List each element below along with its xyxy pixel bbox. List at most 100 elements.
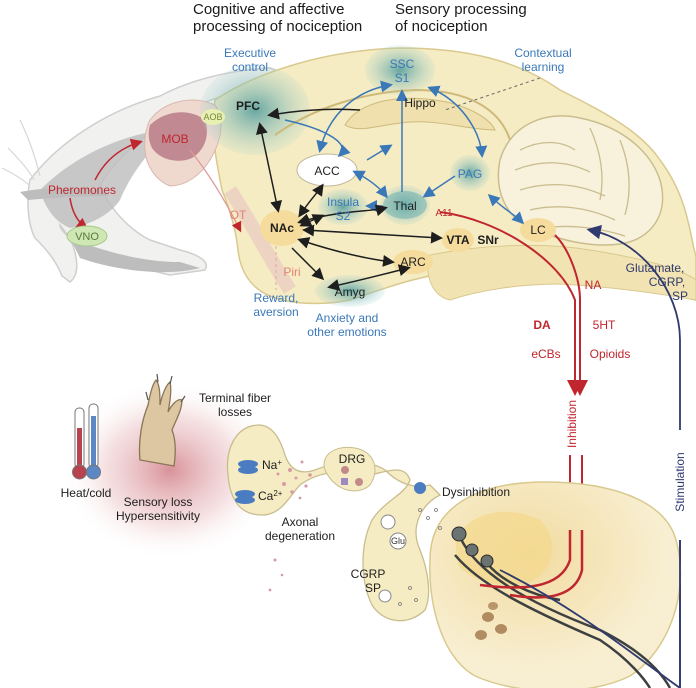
ca-channel-2 — [235, 496, 255, 504]
label-opioids: Opioids — [590, 347, 631, 361]
label-glutamate-1: Glutamate, — [626, 261, 685, 275]
label-arc: ARC — [400, 255, 426, 269]
brainstem — [427, 244, 696, 301]
label-drg: DRG — [339, 452, 366, 466]
label-s1: S1 — [395, 71, 410, 85]
label-hypersensitivity: Hypersensitivity — [116, 509, 200, 523]
cord-neuron-soma-3 — [480, 554, 494, 568]
whisker-3 — [19, 119, 41, 177]
label-ssc: SSC — [390, 57, 415, 71]
label-ecbs: eCBs — [531, 347, 560, 361]
vesicle-3 — [378, 589, 392, 603]
axonal-degeneration-specks — [268, 460, 312, 592]
vesicle-2 — [389, 532, 407, 550]
header-sensory-line2: of nociception — [395, 18, 488, 35]
header-cognitive-line1: Cognitive and affective — [193, 1, 345, 18]
label-pag: PAG — [458, 167, 482, 181]
label-piri: Piri — [283, 265, 300, 279]
contextual-leader — [444, 77, 541, 111]
vesicle-1 — [380, 514, 396, 530]
label-acc: ACC — [314, 164, 340, 178]
dysinhibition-terminal — [414, 482, 426, 494]
header-cognitive-line2: processing of nociception — [193, 18, 362, 35]
label-anxiety-2: other emotions — [307, 325, 386, 339]
label-insula: Insula — [327, 195, 359, 209]
drg-nucleus-1 — [341, 466, 349, 474]
executive-control-area — [200, 65, 310, 155]
stimulation-line — [586, 225, 681, 430]
cord-cell-2 — [495, 624, 507, 634]
thermometer-red — [72, 407, 87, 480]
label-stimulation: Stimulation — [673, 452, 687, 511]
label-axonal-1: Axonal — [282, 515, 319, 529]
pag-area — [450, 155, 490, 191]
mob-region — [148, 112, 207, 161]
acc-node — [296, 153, 358, 187]
blue-arrows — [284, 80, 525, 225]
label-executive-1: Executive — [224, 46, 276, 60]
ca-channel — [235, 490, 255, 498]
label-vno: VNO — [75, 231, 99, 243]
label-snr: SNr — [477, 233, 499, 247]
label-dysinhibition: Dysinhibition — [442, 485, 510, 499]
nasal-bone — [20, 187, 110, 200]
label-contextual-2: learning — [522, 60, 565, 74]
aob-node — [201, 109, 225, 125]
label-cgrp: CGRP — [351, 567, 386, 581]
label-na: NA — [585, 278, 602, 292]
label-pheromones: Pheromones — [48, 183, 116, 197]
skull-bone — [40, 130, 170, 228]
label-vta: VTA — [446, 233, 469, 247]
label-terminal-1: Terminal fiber — [199, 391, 271, 405]
label-nac: NAc — [270, 221, 294, 235]
label-a11: A11 — [435, 208, 452, 219]
label-pfc: PFC — [236, 99, 260, 113]
vno-node — [66, 225, 108, 247]
black-arrows — [255, 107, 443, 291]
label-anxiety-1: Anxiety and — [316, 311, 379, 325]
label-ot: OT — [230, 208, 247, 222]
label-mob: MOB — [161, 132, 188, 146]
label-s2: S2 — [336, 209, 351, 223]
na-channel — [238, 460, 258, 468]
label-glutamate-2: CGRP, — [649, 275, 685, 289]
header-sensory-line1: Sensory processing — [395, 1, 527, 18]
label-glutamate-3: SP — [672, 289, 688, 303]
drg-nucleus-2 — [355, 478, 363, 486]
cerebellum-folia — [514, 127, 630, 237]
thal-node — [383, 191, 427, 219]
label-sp: SP — [365, 581, 381, 595]
label-da: DA — [533, 318, 551, 332]
lc-node — [520, 218, 556, 242]
nac-node — [260, 210, 304, 246]
label-na-ion: Na+ — [262, 458, 282, 472]
cord-neurons — [454, 530, 681, 688]
drg-nucleus-3 — [341, 478, 348, 485]
label-executive-2: control — [232, 60, 268, 74]
label-inhibition: Inhibition — [565, 400, 579, 448]
label-sensory-loss: Sensory loss — [124, 495, 193, 509]
vesicle-dots — [398, 508, 442, 606]
label-amyg: Amyg — [335, 285, 366, 299]
label-reward-2: aversion — [253, 305, 298, 319]
cord-cell-1 — [482, 612, 494, 622]
thermometer-blue — [86, 403, 101, 480]
dorsal-horn — [455, 511, 553, 585]
corpus-callosum — [274, 88, 511, 141]
whisker-2 — [1, 167, 31, 187]
label-heat-cold: Heat/cold — [61, 486, 112, 500]
jaw-bone — [70, 238, 200, 273]
label-lc: LC — [530, 223, 546, 237]
label-glu: Glu — [391, 536, 405, 546]
cord-neuron-soma-1 — [451, 526, 467, 542]
cord-cell-4 — [488, 602, 498, 610]
fiber-tract-lower — [224, 186, 296, 294]
sensory-haze — [60, 380, 280, 560]
label-terminal-2: losses — [218, 405, 252, 419]
cord-cell-3 — [475, 630, 487, 640]
label-reward-1: Reward, — [254, 291, 299, 305]
whisker-1 — [7, 147, 35, 181]
label-contextual-1: Contextual — [514, 46, 571, 60]
